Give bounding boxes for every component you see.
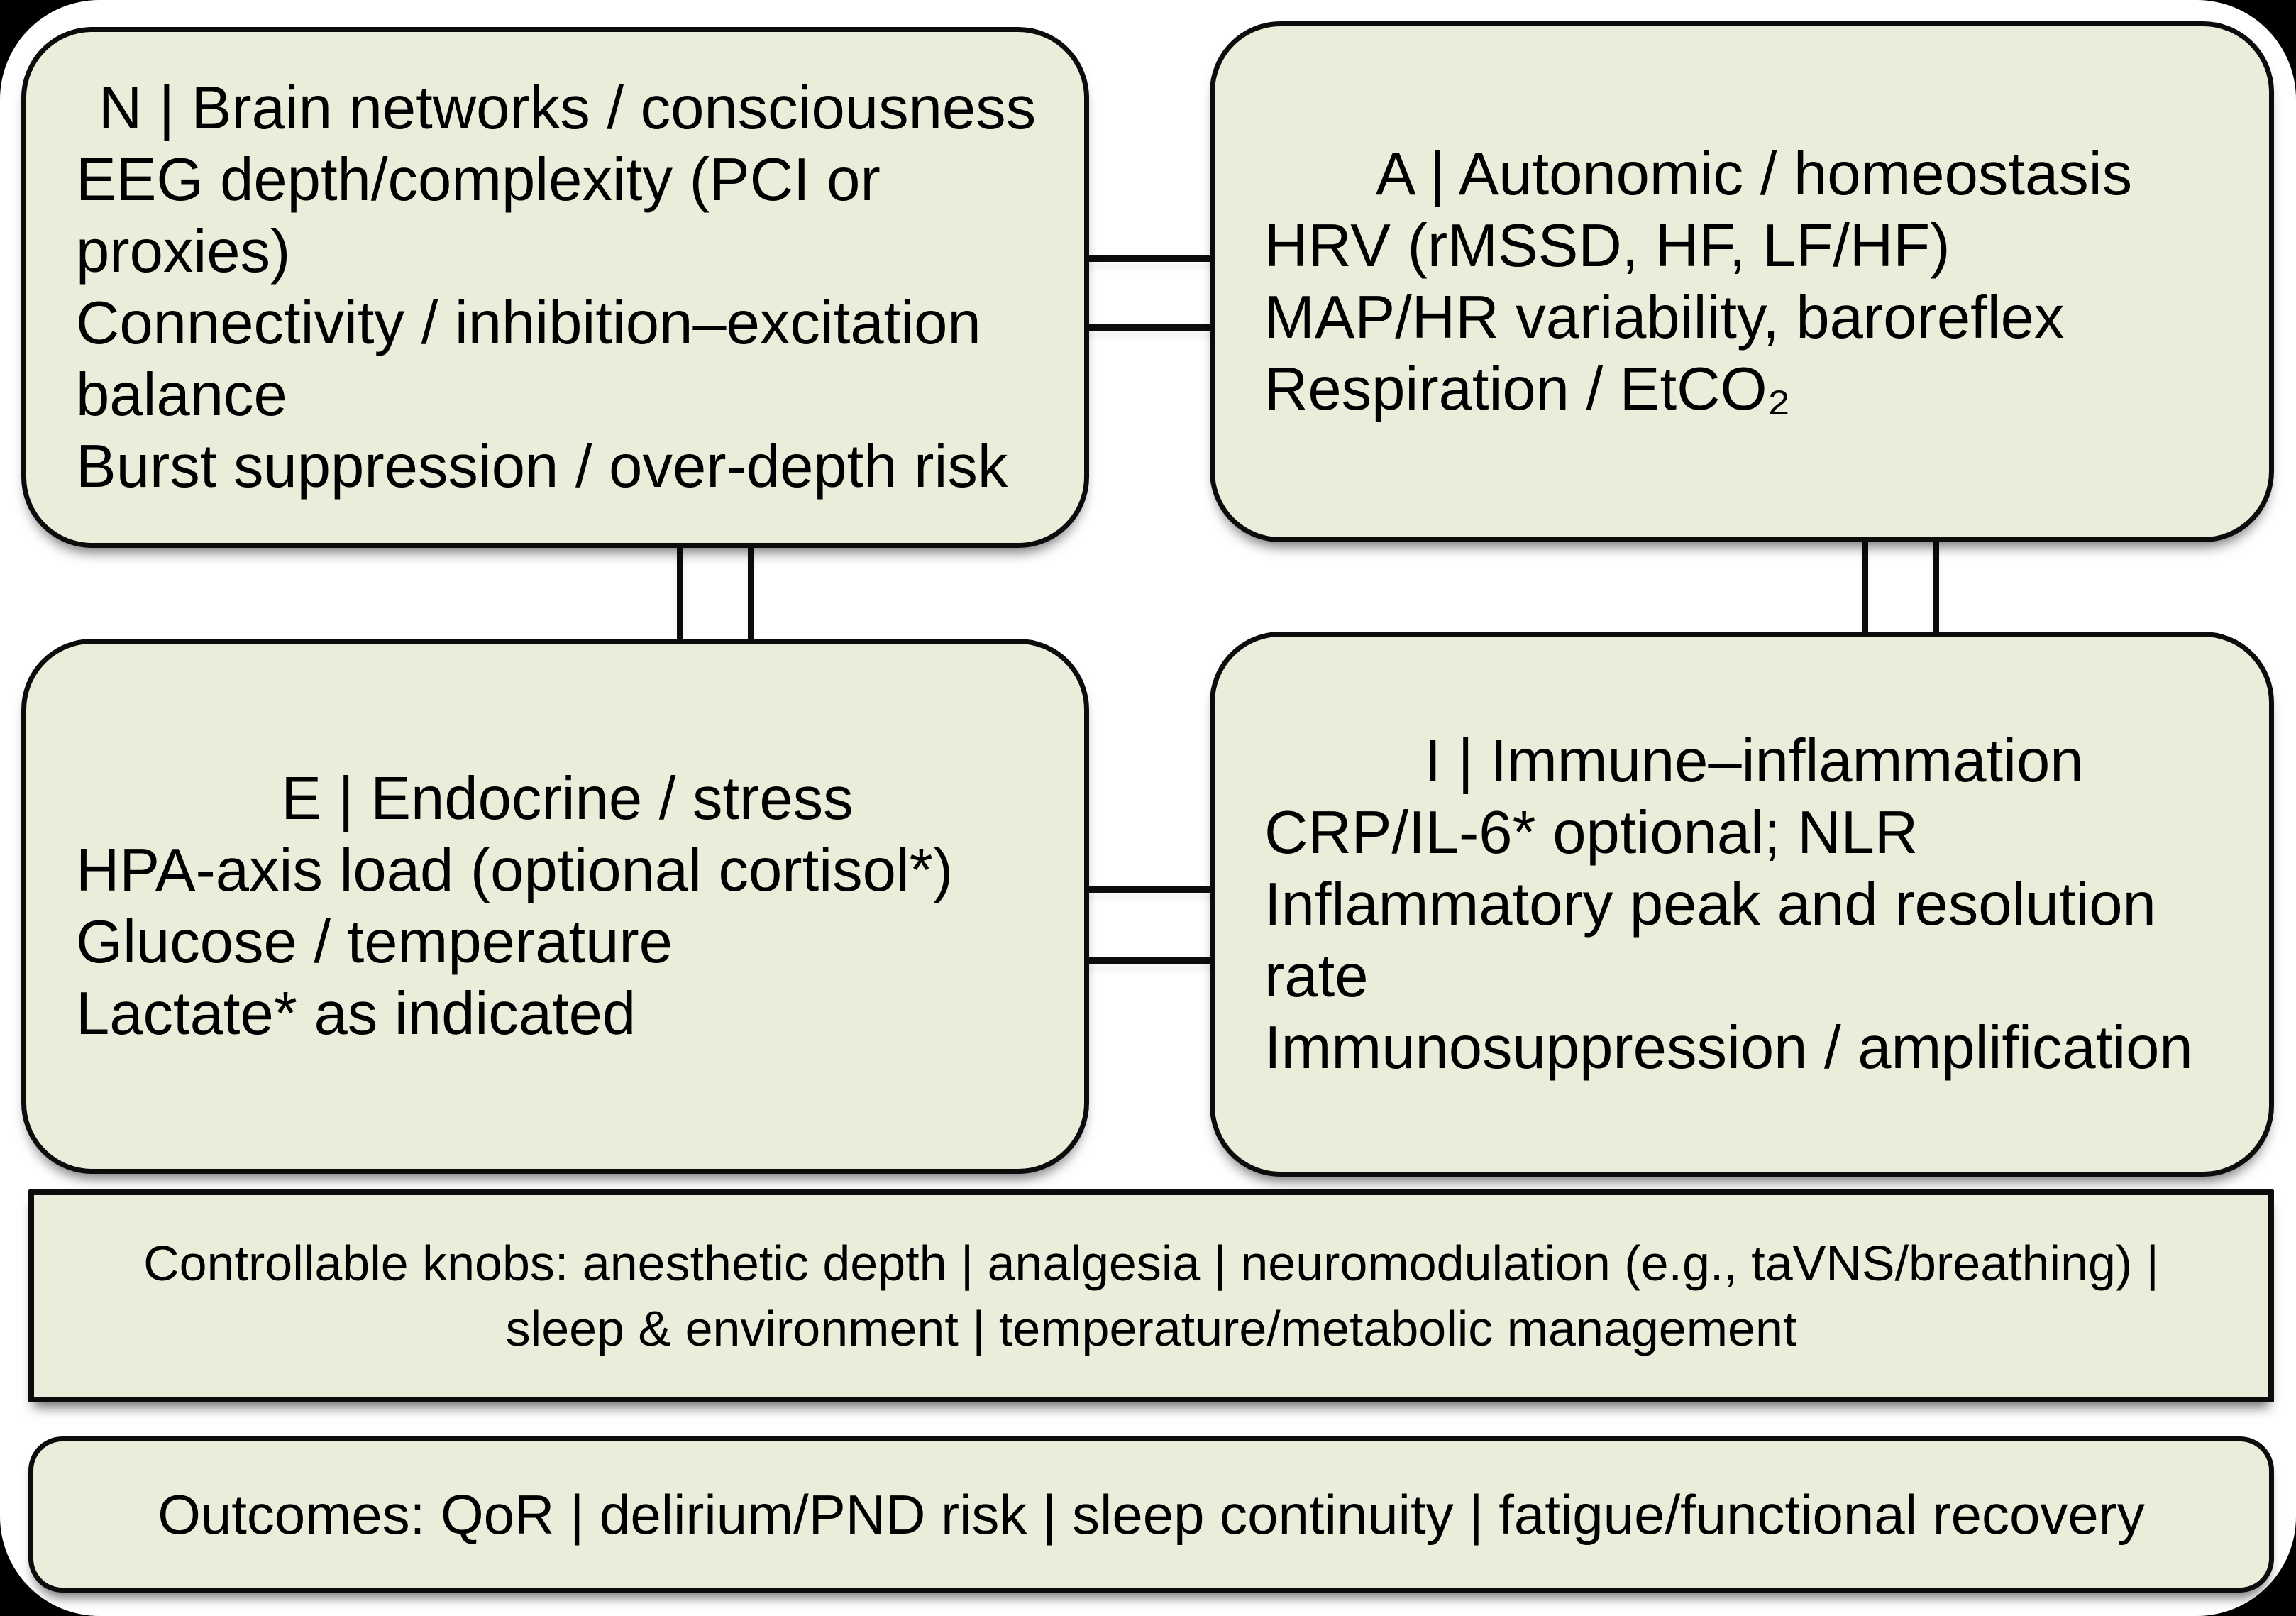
- panel-autonomic-line: MAP/HR variability, baroreflex: [1264, 284, 2065, 351]
- panel-brain-networks: N | Brain networks / consciousness EEG d…: [21, 27, 1089, 548]
- panel-endocrine-line: Lactate* as indicated: [76, 980, 636, 1048]
- panel-endocrine-line: HPA-axis load (optional cortisol*): [76, 837, 954, 904]
- panel-immune-line: Inflammatory peak and resolution rate: [1264, 870, 2156, 1010]
- panel-immune-line: Immunosuppression / amplification: [1264, 1013, 2193, 1082]
- panel-autonomic: A | Autonomic / homeostasis HRV (rMSSD, …: [1210, 21, 2274, 542]
- panel-autonomic-line: Respiration / EtCO₂: [1264, 356, 1791, 423]
- panel-brain-networks-title: N | Brain networks / consciousness: [98, 75, 1037, 142]
- panel-brain-networks-line: EEG depth/complexity (PCI or proxies): [76, 146, 881, 285]
- outcomes-text: Outcomes: QoR | delirium/PND risk | slee…: [158, 1483, 2145, 1546]
- panel-endocrine-title: E | Endocrine / stress: [281, 765, 854, 832]
- connector-a-i-line-1: [1862, 535, 1868, 639]
- connector-n-a-line-1: [1078, 255, 1220, 262]
- panel-brain-networks-line: Connectivity / inhibition–excitation bal…: [76, 290, 981, 429]
- panel-immune-line: CRP/IL-6* optional; NLR: [1264, 798, 1919, 867]
- connector-e-i-line-2: [1078, 957, 1220, 964]
- panel-immune: I | Immune–inflammation CRP/IL-6* option…: [1210, 632, 2274, 1177]
- panel-autonomic-line: HRV (rMSSD, HF, LF/HF): [1264, 212, 1950, 280]
- connector-n-e-line-1: [677, 541, 683, 646]
- panel-immune-title: I | Immune–inflammation: [1424, 727, 2084, 795]
- connector-n-e-line-2: [748, 541, 754, 646]
- panel-autonomic-title: A | Autonomic / homeostasis: [1375, 141, 2133, 208]
- connector-e-i-line-1: [1078, 886, 1220, 893]
- panel-endocrine-line: Glucose / temperature: [76, 908, 673, 976]
- panel-endocrine: E | Endocrine / stress HPA-axis load (op…: [21, 639, 1089, 1174]
- controllable-knobs-text: Controllable knobs: anesthetic depth | a…: [143, 1236, 2159, 1356]
- controllable-knobs-bar: Controllable knobs: anesthetic depth | a…: [28, 1189, 2274, 1402]
- connector-n-a-line-2: [1078, 324, 1220, 331]
- connector-a-i-line-2: [1933, 535, 1939, 639]
- panel-brain-networks-line: Burst suppression / over-depth risk: [76, 433, 1008, 500]
- outcomes-bar: Outcomes: QoR | delirium/PND risk | slee…: [28, 1436, 2274, 1593]
